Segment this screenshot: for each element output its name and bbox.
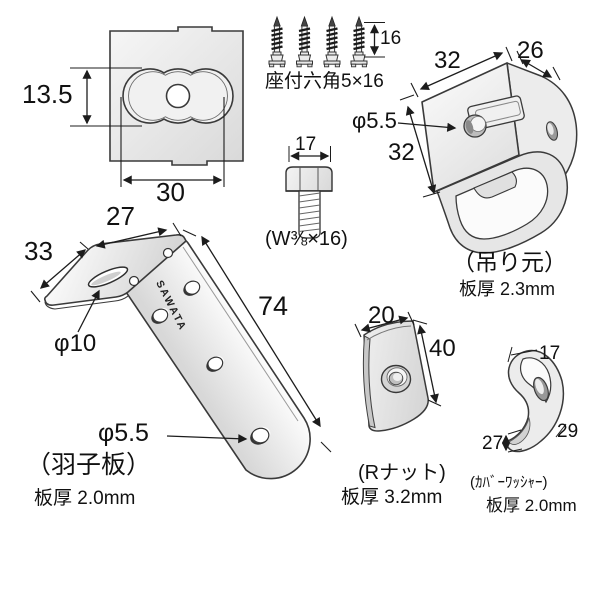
strap-thickness: 板厚 2.0mm bbox=[34, 488, 136, 509]
strap-dims bbox=[30, 222, 332, 453]
washer-dims bbox=[501, 346, 567, 453]
rnut-edge bbox=[362, 335, 376, 429]
washer-thickness: 板厚 2.0mm bbox=[486, 496, 577, 515]
hanger-loop-tongue bbox=[473, 171, 518, 199]
screws-label: 座付六角5×16 bbox=[265, 71, 384, 92]
corner-plate-boss-inner bbox=[128, 71, 228, 121]
corner-plate-dims bbox=[70, 67, 225, 187]
rnut-name: (Rナット) bbox=[358, 462, 446, 484]
bolt-head bbox=[285, 166, 333, 192]
rnut-dims bbox=[354, 311, 442, 407]
screws-part bbox=[267, 15, 385, 69]
corner-plate-width-dim: 30 bbox=[156, 177, 185, 207]
rnut-height-dim: 40 bbox=[429, 335, 456, 362]
corner-plate-hole bbox=[165, 83, 191, 109]
hanger-hole-dim: φ5.5 bbox=[352, 108, 397, 133]
strap-top-dim: 27 bbox=[106, 201, 135, 231]
hanger-thickness: 板厚 2.3mm bbox=[459, 279, 556, 299]
washer-part bbox=[501, 346, 567, 453]
hanger-name: （吊り元） bbox=[452, 249, 567, 275]
screws-length-dim: 16 bbox=[380, 28, 402, 49]
washer-bottom-shade bbox=[508, 416, 531, 445]
strap-slot-dim: φ10 bbox=[54, 330, 97, 357]
bolt-part bbox=[285, 146, 333, 239]
washer-name: (ｶﾊﾞｰﾜｯｼｬｰ) bbox=[470, 474, 548, 491]
hanger-height-dim: 32 bbox=[388, 139, 415, 166]
hanger-loop-opening bbox=[455, 167, 549, 240]
strap-end-dim: 33 bbox=[24, 236, 53, 266]
rnut-hole bbox=[380, 364, 412, 394]
rnut-width-dim: 20 bbox=[368, 302, 395, 329]
hanger-top-dim: 32 bbox=[434, 47, 461, 74]
screws-dims bbox=[364, 22, 385, 58]
hanger-dims bbox=[397, 46, 561, 198]
hanger-part bbox=[397, 46, 578, 254]
strap-part bbox=[30, 222, 332, 480]
washer-outer-dim: 29 bbox=[557, 421, 579, 442]
corner-plate-part bbox=[70, 26, 244, 187]
rnut-thickness: 板厚 3.2mm bbox=[341, 487, 443, 508]
strap-bend-hole bbox=[128, 275, 140, 287]
strap-name: （羽子板） bbox=[26, 451, 152, 479]
washer-tip-dim: 27 bbox=[482, 433, 504, 454]
washer-top-dim: 17 bbox=[539, 343, 561, 364]
corner-plate-height-dim: 13.5 bbox=[22, 79, 73, 109]
strap-hole-dim: φ5.5 bbox=[98, 419, 149, 447]
rnut-part bbox=[354, 311, 442, 432]
bolt-across-dim: 17 bbox=[295, 134, 317, 155]
bolt-label: (W⅜×16) bbox=[265, 228, 348, 250]
hanger-side-dim: 26 bbox=[517, 37, 544, 64]
strap-length-dim: 74 bbox=[258, 291, 289, 321]
strap-bend-hole bbox=[162, 247, 174, 259]
